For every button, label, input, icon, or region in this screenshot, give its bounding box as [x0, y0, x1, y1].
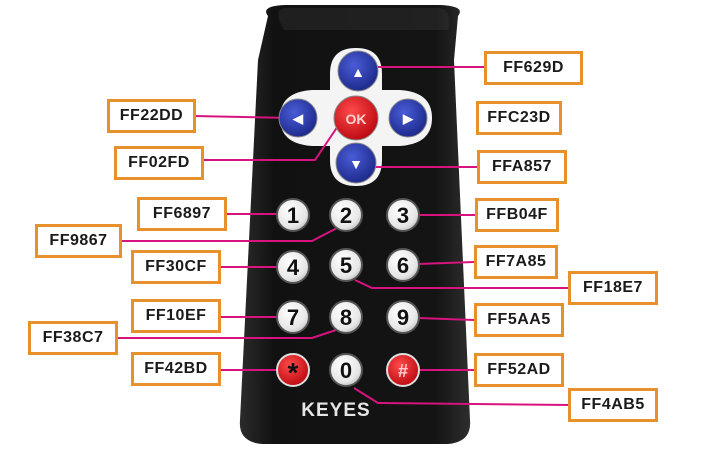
- key-7[interactable]: 7: [276, 300, 310, 334]
- key-0[interactable]: 0: [329, 353, 363, 387]
- key-1[interactable]: 1: [276, 198, 310, 232]
- code-label-7: FF10EF: [131, 299, 221, 333]
- code-label-1: FF6897: [137, 197, 227, 231]
- key-3-label: 3: [397, 203, 409, 228]
- leader-0: [353, 387, 571, 406]
- key-2[interactable]: 2: [329, 198, 363, 232]
- key-star[interactable]: *: [276, 353, 310, 388]
- code-label-6: FF7A85: [474, 245, 558, 279]
- code-label-0: FF4AB5: [568, 388, 658, 422]
- key-3[interactable]: 3: [386, 198, 420, 232]
- key-9-label: 9: [397, 305, 409, 330]
- up-arrow-icon: ▲: [351, 64, 365, 80]
- leader-6: [417, 261, 475, 265]
- dpad-left-key[interactable]: ◀: [278, 98, 318, 138]
- leader-2: [122, 227, 338, 242]
- leader-ok: [204, 125, 339, 161]
- dpad-down-key[interactable]: ▼: [335, 142, 377, 184]
- code-label-right: FFC23D: [476, 101, 562, 135]
- code-label-3: FFB04F: [475, 198, 559, 232]
- leader-9: [417, 317, 475, 321]
- key-5[interactable]: 5: [329, 248, 363, 282]
- code-label-ok: FF02FD: [114, 146, 204, 180]
- key-6[interactable]: 6: [386, 248, 420, 282]
- leader-5: [354, 279, 570, 289]
- code-label-up: FF629D: [484, 51, 583, 85]
- code-label-left: FF22DD: [107, 99, 196, 133]
- key-6-label: 6: [397, 253, 409, 278]
- key-star-label: *: [288, 357, 299, 388]
- key-8[interactable]: 8: [329, 300, 363, 334]
- code-label-2: FF9867: [35, 224, 122, 258]
- right-arrow-icon: ▶: [402, 111, 414, 126]
- key-2-label: 2: [340, 203, 352, 228]
- code-label-star: FF42BD: [131, 352, 221, 386]
- key-5-label: 5: [340, 253, 352, 278]
- code-label-8: FF38C7: [28, 321, 118, 355]
- dpad-right-key[interactable]: ▶: [388, 98, 428, 138]
- code-label-9: FF5AA5: [474, 303, 564, 337]
- key-4[interactable]: 4: [276, 250, 310, 284]
- code-label-5: FF18E7: [568, 271, 658, 305]
- leader-left: [193, 115, 295, 119]
- dpad-ok-key[interactable]: OK: [333, 95, 379, 141]
- code-label-hash: FF52AD: [474, 353, 564, 387]
- down-arrow-icon: ▼: [349, 156, 363, 172]
- key-0-label: 0: [340, 358, 352, 383]
- remote-top-gloss: [278, 8, 449, 30]
- code-label-down: FFA857: [477, 150, 567, 184]
- key-7-label: 7: [287, 305, 299, 330]
- key-4-label: 4: [287, 255, 300, 280]
- key-hash[interactable]: #: [386, 353, 420, 387]
- leader-lines: [117, 66, 571, 406]
- key-1-label: 1: [287, 203, 299, 228]
- key-9[interactable]: 9: [386, 300, 420, 334]
- key-8-label: 8: [340, 305, 352, 330]
- leader-8: [117, 329, 337, 339]
- code-label-4: FF30CF: [131, 250, 221, 284]
- left-arrow-icon: ◀: [292, 111, 304, 126]
- key-hash-label: #: [398, 361, 408, 381]
- dpad-up-key[interactable]: ▲: [337, 50, 379, 92]
- ok-label: OK: [346, 111, 367, 127]
- brand-logo-text: KEYES: [301, 400, 370, 421]
